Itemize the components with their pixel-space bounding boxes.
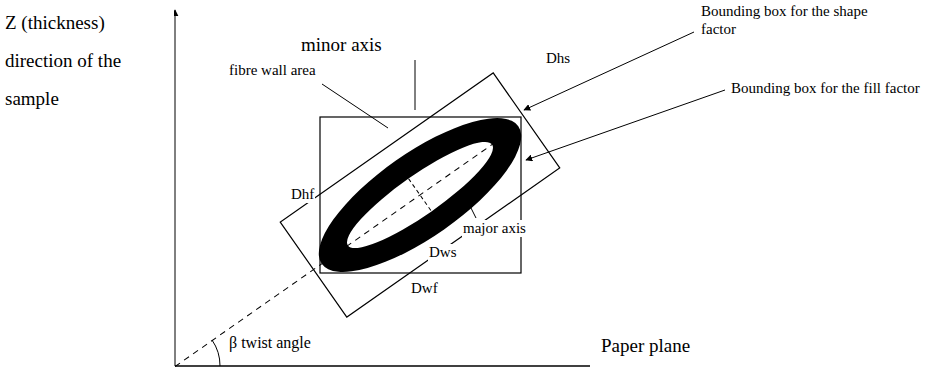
z-axis [175, 10, 176, 366]
axis-name: Paper plane [600, 335, 691, 357]
dimension-label: Dhs [545, 50, 571, 67]
fill-box-leader [526, 90, 725, 160]
minor-axis-leader [415, 60, 416, 110]
callout-text: Bounding box for the fill factor [730, 80, 921, 97]
dimension-label: Dhf [290, 186, 315, 203]
axis-title: Z (thickness) direction of the sample [4, 4, 174, 118]
paper-plane-line [175, 365, 590, 367]
dimension-label: Dws [428, 244, 458, 261]
twist-angle-arc [212, 340, 220, 366]
shape-box-leader [524, 32, 694, 110]
axis-name: major axis [462, 220, 527, 237]
dimension-label: Dwf [410, 280, 439, 297]
fibre-wall-leader [322, 84, 388, 128]
major-axis-leader [462, 190, 476, 218]
angle-label: β twist angle [228, 334, 312, 352]
major-axis-line [175, 127, 517, 366]
minor-axis-line [409, 179, 432, 212]
axis-name: minor axis [300, 34, 383, 56]
callout-text: Bounding box for the shape factor [700, 2, 898, 38]
part-name: fibre wall area [228, 62, 317, 79]
